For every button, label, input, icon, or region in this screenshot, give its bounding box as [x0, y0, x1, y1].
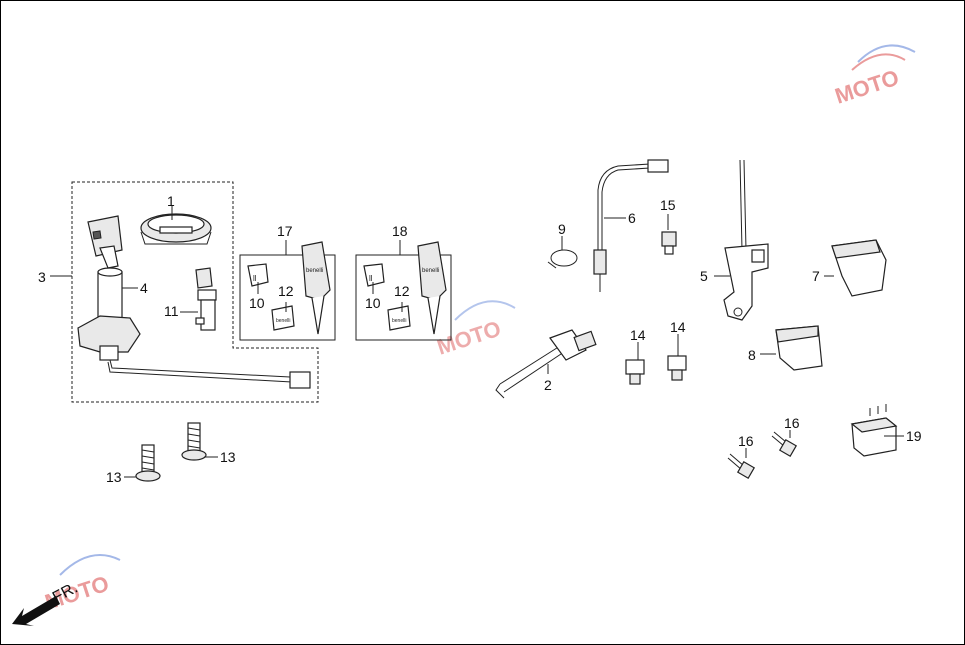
callout-13-a: 13	[106, 469, 122, 485]
bolt-16-right	[771, 431, 798, 458]
watermark-top-right: MOTO	[832, 44, 916, 109]
side-stand-switch	[495, 329, 597, 399]
callout-9: 9	[558, 221, 566, 237]
plug-15	[661, 231, 677, 255]
callout-19: 19	[906, 428, 922, 444]
callout-3: 3	[38, 269, 46, 285]
callout-labels: 1 2 3 4 5 6 7 8 9 10 10 11 12 12 13 13 1…	[38, 193, 922, 485]
svg-text:benelli: benelli	[306, 268, 323, 274]
fuse-14-right	[667, 355, 687, 381]
speed-sensor-cable	[593, 159, 669, 292]
callout-16-a: 16	[738, 433, 754, 449]
svg-text:ll: ll	[253, 274, 257, 283]
fuse-14-left	[625, 359, 645, 385]
seat-lock	[195, 267, 217, 331]
group-3-boundary	[71, 181, 319, 403]
callout-2: 2	[544, 377, 552, 393]
callout-18: 18	[392, 223, 408, 239]
callout-11: 11	[164, 303, 179, 319]
cover-8	[775, 325, 823, 371]
callout-15: 15	[660, 197, 676, 213]
screw-13-left	[135, 444, 161, 482]
callout-10-b: 10	[365, 295, 381, 311]
key-blank	[301, 241, 331, 301]
wire-clip	[547, 249, 578, 269]
watermark-text: MOTO	[434, 316, 504, 360]
callout-5: 5	[700, 268, 708, 284]
callout-6: 6	[628, 210, 636, 226]
svg-text:benelli: benelli	[276, 318, 290, 324]
callout-13-b: 13	[220, 449, 236, 465]
screw-13-right	[181, 422, 207, 461]
callout-14-a: 14	[630, 327, 646, 343]
key-tag-10	[247, 263, 269, 287]
callout-7: 7	[812, 268, 820, 284]
watermark-text: MOTO	[832, 65, 902, 109]
bolt-16-left	[727, 453, 756, 480]
key-set-17-box	[239, 254, 336, 341]
key-set-17: ll benelli benelli	[247, 241, 331, 335]
callout-12-b: 12	[394, 283, 410, 299]
svg-text:ll: ll	[369, 274, 373, 283]
ignition-switch	[77, 215, 311, 389]
svg-text:benelli: benelli	[422, 268, 439, 274]
key-set-18: ll benelli benelli	[363, 241, 447, 335]
key-set-18-box	[355, 254, 452, 341]
callout-16-b: 16	[784, 415, 800, 431]
callout-4: 4	[140, 280, 148, 296]
svg-text:benelli: benelli	[392, 318, 406, 324]
relay-19	[850, 404, 898, 457]
watermark-middle: MOTO	[434, 300, 516, 360]
fuel-cap-lock	[140, 213, 212, 245]
leader-lines	[50, 206, 904, 478]
callout-8: 8	[748, 347, 756, 363]
callout-17: 17	[277, 223, 293, 239]
callout-10-a: 10	[249, 295, 265, 311]
bracket-5	[723, 159, 769, 321]
relay-7	[831, 239, 887, 297]
key-tag-12	[271, 305, 295, 331]
callout-1: 1	[167, 193, 175, 209]
callout-12-a: 12	[278, 283, 294, 299]
callout-14-b: 14	[670, 319, 686, 335]
